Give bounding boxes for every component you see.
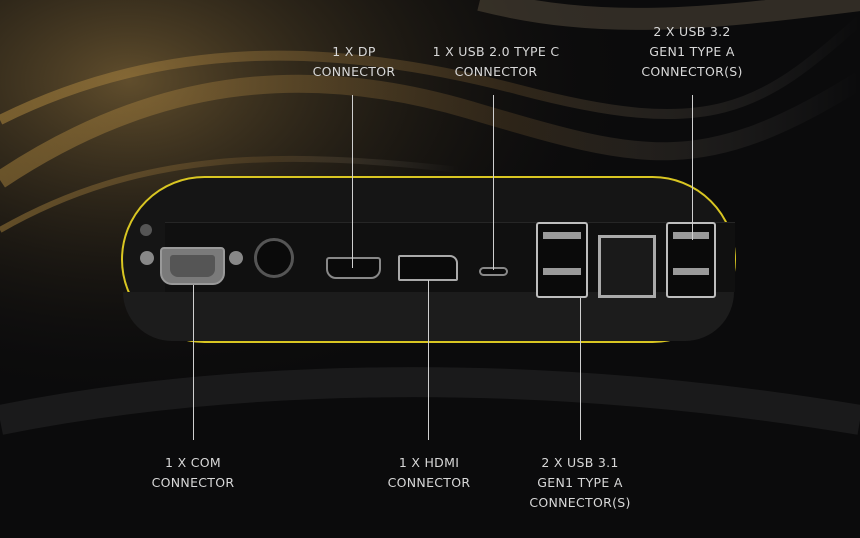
displayport-port <box>398 255 458 281</box>
hdmi-port <box>326 257 381 279</box>
label-line: GEN1 TYPE A <box>649 44 735 59</box>
label-line: 1 X COM <box>165 455 221 470</box>
label-line: 2 X USB 3.1 <box>541 455 619 470</box>
dp-label: 1 X DP CONNECTOR <box>313 42 396 82</box>
usb31-leader-line <box>580 298 581 440</box>
com-port <box>160 247 225 285</box>
label-line: 1 X DP <box>332 44 376 59</box>
label-line: 1 X USB 2.0 TYPE C <box>432 44 560 59</box>
label-line: CONNECTOR(S) <box>529 495 631 510</box>
label-line: 2 X USB 3.2 <box>653 24 731 39</box>
label-line: CONNECTOR <box>454 64 538 79</box>
hdmi-label: 1 X HDMI CONNECTOR <box>388 453 471 493</box>
ps2-port <box>254 238 294 278</box>
label-line: 1 X HDMI <box>398 455 460 470</box>
label-line: GEN1 TYPE A <box>537 475 623 490</box>
com-screw-right <box>229 251 243 265</box>
label-line: CONNECTOR(S) <box>641 64 743 79</box>
usbc-leader-line <box>493 95 494 270</box>
hdmi-leader-line <box>428 280 429 440</box>
com-label: 1 X COM CONNECTOR <box>152 453 235 493</box>
label-line: CONNECTOR <box>312 64 396 79</box>
com-screw-left <box>140 251 154 265</box>
usb32-port-stack <box>666 222 716 298</box>
screw-icon <box>140 224 152 236</box>
com-leader-line <box>193 285 194 440</box>
ethernet-port <box>598 235 656 298</box>
usb32-leader-line <box>692 95 693 240</box>
dp-leader-line <box>352 95 353 268</box>
usbc-label: 1 X USB 2.0 TYPE C CONNECTOR <box>433 42 560 82</box>
label-line: CONNECTOR <box>387 475 471 490</box>
label-line: CONNECTOR <box>151 475 235 490</box>
usb31-port-stack <box>536 222 588 298</box>
